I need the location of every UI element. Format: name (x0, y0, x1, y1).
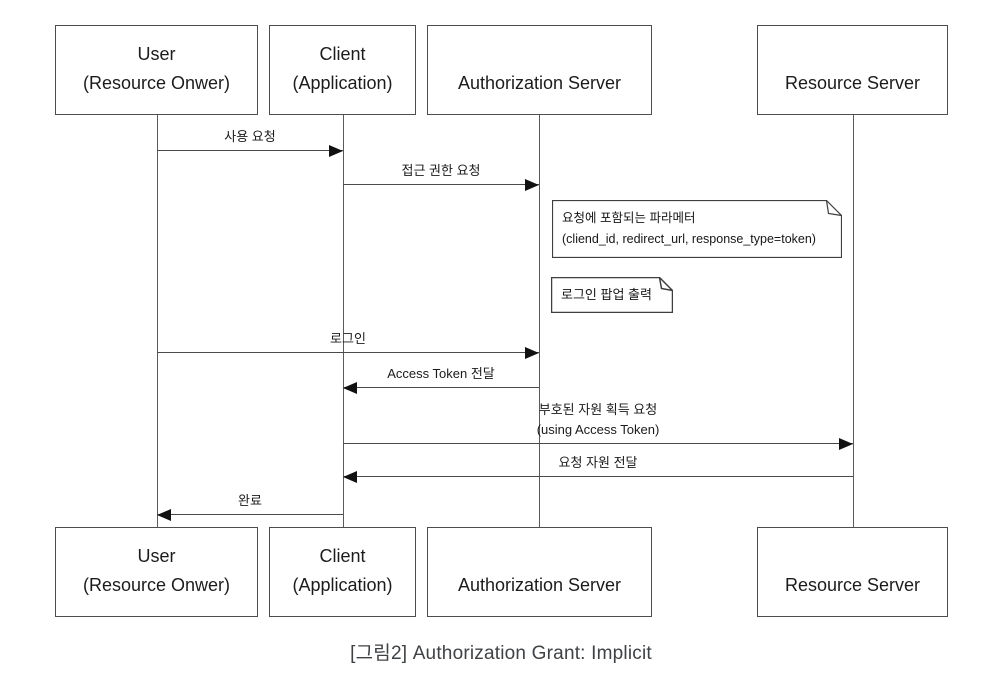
lifeline-user (157, 115, 158, 527)
actor-box-client-bottom: Client (Application) (269, 527, 416, 617)
arrow-line (157, 514, 343, 516)
actor-sublabel: (Resource Onwer) (82, 73, 231, 93)
note-line: (cliend_id, redirect_url, response_type=… (562, 232, 816, 246)
arrowhead-left-icon (157, 509, 171, 521)
message-label: 부호된 자원 획득 요청 (using Access Token) (343, 400, 853, 440)
arrowhead-right-icon (329, 145, 343, 157)
lifeline-resource-server (853, 115, 854, 527)
message-label: Access Token 전달 (387, 366, 495, 381)
actor-box-authorization-server-top: Authorization Server (427, 25, 652, 115)
arrowhead-left-icon (343, 471, 357, 483)
actor-box-user-top: User (Resource Onwer) (55, 25, 258, 115)
note-paper-icon (551, 277, 673, 313)
note-line: 요청에 포함되는 파라메터 (562, 211, 696, 225)
actor-box-authorization-server-bottom: Authorization Server (427, 527, 652, 617)
actor-label: Resource Server (784, 575, 921, 595)
message-label-line2: (using Access Token) (536, 422, 660, 437)
arrow-line (343, 387, 539, 389)
message-label-line1: 부호된 자원 획득 요청 (538, 402, 658, 417)
actor-sublabel: (Resource Onwer) (82, 575, 231, 595)
arrowhead-right-icon (839, 438, 853, 450)
arrow-line (343, 443, 853, 445)
actor-label: Resource Server (784, 73, 921, 93)
actor-label: User (137, 44, 176, 64)
actor-box-resource-server-top: Resource Server (757, 25, 948, 115)
actor-label: Client (319, 44, 366, 64)
note-paper-icon (552, 200, 842, 258)
actor-label: Client (319, 546, 366, 566)
arrow-line (343, 476, 853, 478)
actor-label: Authorization Server (457, 73, 622, 93)
lifeline-client (343, 115, 344, 527)
actor-box-resource-server-bottom: Resource Server (757, 527, 948, 617)
lifeline-authorization-server (539, 115, 540, 527)
arrowhead-right-icon (525, 347, 539, 359)
message-label: 완료 (238, 493, 262, 508)
arrow-line (157, 352, 539, 354)
actor-label: User (137, 546, 176, 566)
arrowhead-left-icon (343, 382, 357, 394)
arrowhead-right-icon (525, 179, 539, 191)
message-label: 로그인 (330, 331, 366, 346)
message-label: 사용 요청 (224, 129, 276, 144)
actor-box-user-bottom: User (Resource Onwer) (55, 527, 258, 617)
message-label: 접근 권한 요청 (401, 163, 481, 178)
note-request-parameters: 요청에 포함되는 파라메터 (cliend_id, redirect_url, … (552, 200, 842, 258)
actor-label: Authorization Server (457, 575, 622, 595)
actor-box-client-top: Client (Application) (269, 25, 416, 115)
arrow-line (157, 150, 343, 152)
arrow-line (343, 184, 539, 186)
note-body: 요청에 포함되는 파라메터 (cliend_id, redirect_url, … (552, 200, 842, 250)
figure-caption: [그림2] Authorization Grant: Implicit (350, 643, 652, 664)
actor-sublabel: (Application) (292, 73, 393, 93)
note-line: 로그인 팝업 출력 (561, 287, 652, 302)
message-label: 요청 자원 전달 (558, 455, 638, 470)
actor-sublabel: (Application) (292, 575, 393, 595)
note-login-popup: 로그인 팝업 출력 (551, 277, 673, 313)
note-body: 로그인 팝업 출력 (551, 277, 673, 305)
